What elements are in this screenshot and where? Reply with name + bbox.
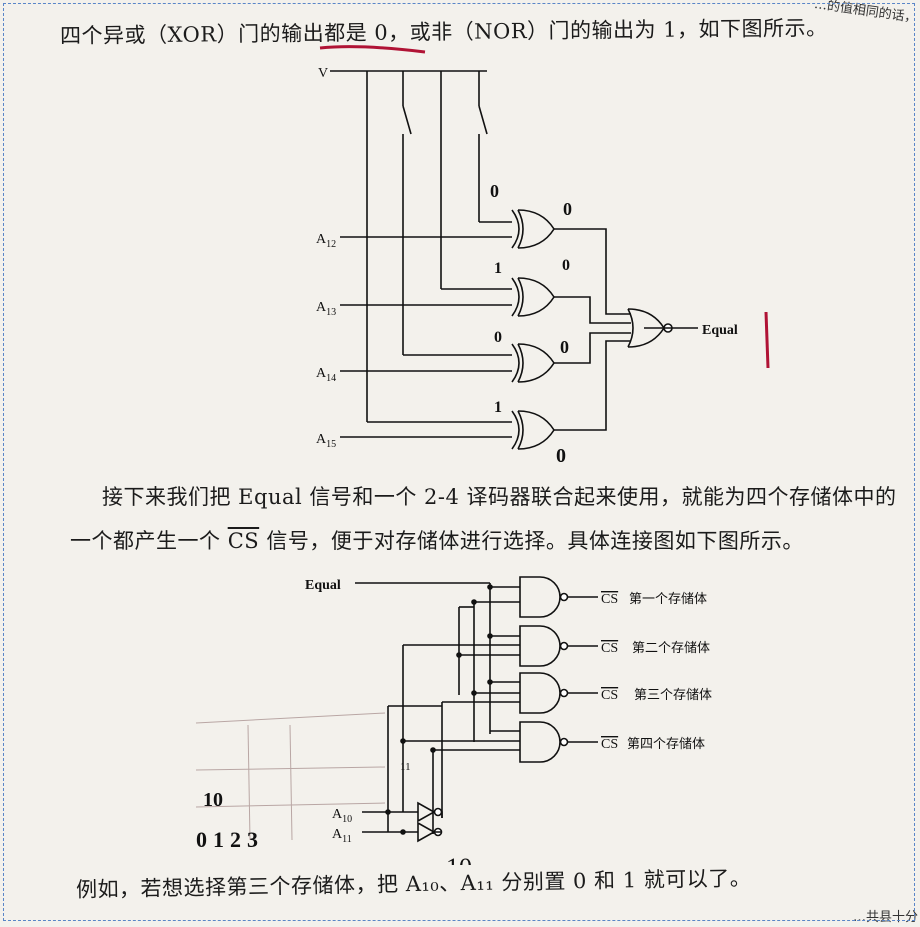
- nand-gate-2: [519, 625, 569, 667]
- annotation-11-small: 11: [400, 761, 411, 773]
- inverter-a10: [417, 801, 443, 823]
- line3-before: 一个都产生一个: [70, 529, 221, 553]
- cs-label-1: CS: [601, 592, 618, 607]
- output-label-3: 第三个存储体: [634, 687, 712, 702]
- annotation-1: 0: [563, 199, 572, 219]
- annotation-2: 1: [494, 260, 502, 277]
- annotation-0123: 0123: [196, 827, 264, 852]
- handwritten-annotations-2: 10 0123 10 11: [196, 761, 472, 865]
- cropped-corner-text-bottom: …共县十分: [852, 910, 918, 925]
- supply-label: V: [318, 66, 328, 81]
- xor-gate-3: [511, 343, 555, 383]
- input-label-a12: A12: [316, 232, 336, 250]
- annotation-6: 1: [494, 399, 502, 416]
- annotation-0: 0: [490, 181, 499, 201]
- xor-gate-2: [511, 277, 555, 317]
- paragraph-line-2: 接下来我们把 Equal 信号和一个 2-4 译码器联合起来使用，就能为四个存储…: [102, 485, 897, 509]
- annotation-10-bottom: 10: [446, 853, 472, 865]
- handwritten-table: [195, 712, 386, 841]
- equal-output-label: Equal: [702, 323, 738, 338]
- nand-gate-3: [519, 672, 569, 714]
- decoder-circuit-diagram: Equal A10 A11 CS 第一个存储体 CS 第二个存储体 CS 第三个…: [195, 576, 712, 865]
- paragraph-line-3: 一个都产生一个 CS 信号，便于对存储体进行选择。具体连接图如下图所示。: [70, 525, 804, 555]
- annotation-8: [764, 311, 770, 369]
- cs-output-labels: CS 第一个存储体 CS 第二个存储体 CS 第三个存储体 CS 第四个存储体: [601, 591, 712, 752]
- xor-gate-4: [511, 410, 555, 450]
- switch-bank: [366, 71, 488, 422]
- comparator-circuit-diagram: V A12 A13 A14 A15 Equal 0 0 1 0 0 0 1 0: [316, 45, 770, 467]
- line3-after: 信号，便于对存储体进行选择。具体连接图如下图所示。: [266, 529, 804, 553]
- output-label-4: 第四个存储体: [627, 736, 705, 751]
- input-label-a13: A13: [316, 300, 336, 318]
- output-label-1: 第一个存储体: [629, 591, 707, 606]
- input-label-a11: A11: [332, 827, 352, 845]
- cs-label-2: CS: [601, 641, 618, 656]
- annotation-5: 0: [560, 337, 569, 357]
- nand-gate-1: [519, 576, 569, 618]
- handwritten-annotations-1: 0 0 1 0 0 0 1 0: [319, 45, 770, 467]
- nand-gate-4: [519, 721, 569, 763]
- output-label-2: 第二个存储体: [632, 640, 710, 655]
- annotation-3: 0: [562, 257, 570, 274]
- cs-label-4: CS: [601, 737, 618, 752]
- input-label-a15: A15: [316, 432, 336, 450]
- annotation-7: 0: [556, 445, 566, 467]
- equal-input-label: Equal: [305, 578, 341, 593]
- xor-gate-1: [511, 209, 555, 249]
- paragraph-line-4: 例如，若想选择第三个存储体，把 A₁₀、A₁₁ 分别置 0 和 1 就可以了。: [75, 866, 752, 902]
- input-label-a10: A10: [332, 807, 352, 825]
- cs-label-3: CS: [601, 688, 618, 703]
- input-label-a14: A14: [316, 366, 336, 384]
- line3-cs: CS: [227, 529, 260, 553]
- annotation-10: 10: [203, 789, 223, 811]
- annotation-4: 0: [494, 329, 502, 346]
